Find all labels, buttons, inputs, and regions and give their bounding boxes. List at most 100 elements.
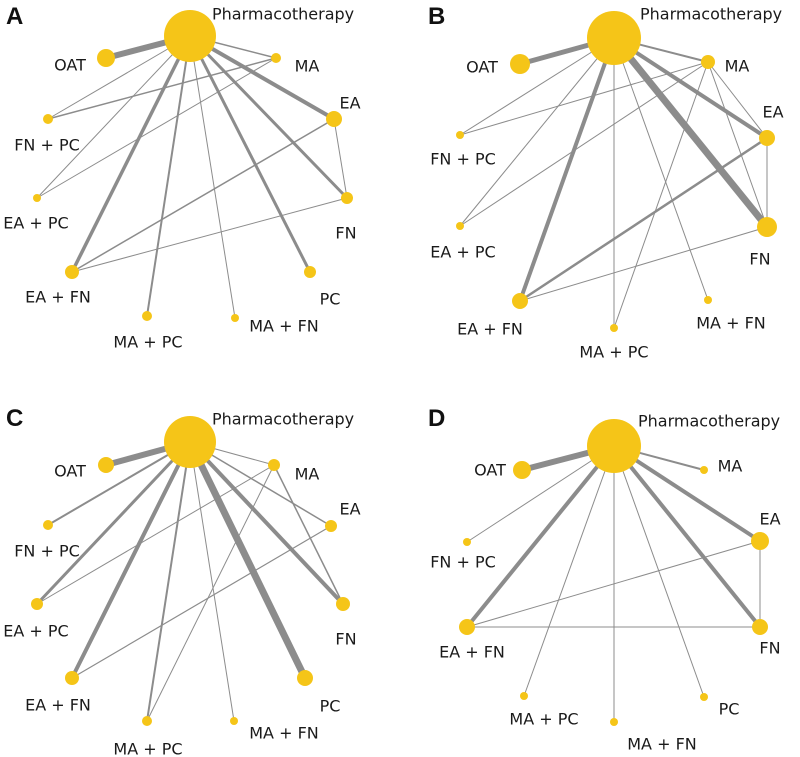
node-label-fnpc: FN + PC (14, 136, 80, 155)
node-ma (271, 53, 281, 63)
edges-d (465, 443, 762, 722)
node-fn (757, 217, 777, 237)
edge-pharm-eafn (70, 441, 192, 679)
node-ea (759, 130, 775, 146)
node-pc (297, 670, 313, 686)
node-mafn (230, 717, 238, 725)
node-label-fnpc: FN + PC (430, 553, 496, 572)
edge-ma-fn (273, 464, 344, 605)
node-label-pc: PC (320, 290, 341, 309)
node-label-fn: FN (749, 250, 770, 269)
node-label-pharm: Pharmacotherapy (212, 410, 354, 429)
node-oat (97, 49, 115, 67)
node-mafn (704, 296, 712, 304)
edge-pharm-fn (188, 34, 349, 200)
node-eapc (456, 222, 464, 230)
edge-pharm-eafn (518, 37, 616, 302)
node-label-ma: MA (725, 57, 750, 76)
edges-c (35, 439, 345, 722)
node-label-ma: MA (295, 57, 320, 76)
edge-ea-eafn (466, 540, 761, 628)
node-label-oat: OAT (54, 462, 86, 481)
node-label-fn: FN (335, 630, 356, 649)
node-label-pharm: Pharmacotherapy (638, 412, 780, 431)
edge-pharm-mafn (613, 37, 709, 301)
node-label-ea: EA (759, 510, 780, 529)
edge-pharm-mafn (189, 441, 235, 722)
panel-letter-b: B (428, 3, 445, 30)
node-fn (341, 192, 353, 204)
edge-ma-eapc (459, 61, 709, 227)
node-label-fn: FN (335, 224, 356, 243)
node-label-eafn: EA + FN (25, 696, 91, 715)
edge-ea-eafn (71, 525, 332, 679)
edge-pharm-eafn (465, 444, 616, 629)
node-label-eapc: EA + PC (3, 622, 68, 641)
node-mafn (231, 314, 239, 322)
node-ma (701, 55, 715, 69)
node-ma (268, 459, 280, 471)
node-label-ea: EA (339, 94, 360, 113)
node-fnpc (43, 114, 53, 124)
edge-pharm-fnpc (459, 37, 615, 136)
node-fnpc (463, 538, 471, 546)
node-label-ma: MA (718, 457, 743, 476)
edge-fn-eafn (71, 197, 348, 273)
edge-pharm-fnpc (466, 445, 615, 543)
node-label-ma: MA (295, 465, 320, 484)
node-label-oat: OAT (474, 461, 506, 480)
edge-pharm-eapc (35, 440, 192, 606)
node-pharm (587, 419, 641, 473)
node-pharm (164, 10, 216, 62)
node-label-mafn: MA + FN (696, 314, 766, 333)
node-eafn (65, 265, 79, 279)
edges-b (459, 35, 770, 329)
edge-ma-eapc (36, 464, 275, 605)
panel-letter-d: D (428, 405, 445, 432)
node-eafn (65, 671, 79, 685)
edge-pharm-ea (612, 36, 769, 140)
node-mafn (610, 718, 618, 726)
node-label-eafn: EA + FN (25, 288, 91, 307)
edge-pharm-fn (188, 440, 345, 606)
node-label-oat: OAT (466, 58, 498, 77)
node-oat (510, 54, 530, 74)
node-label-mapc: MA + PC (509, 710, 578, 729)
node-eapc (33, 194, 41, 202)
node-eafn (512, 293, 528, 309)
node-label-ea: EA (762, 103, 783, 122)
edge-ma-fnpc (47, 57, 277, 120)
node-oat (98, 457, 114, 473)
node-fn (336, 597, 350, 611)
edge-pharm-pc (186, 440, 309, 680)
edge-pharm-fn (611, 35, 770, 230)
node-label-pharm: Pharmacotherapy (212, 5, 354, 24)
node-label-mapc: MA + PC (579, 343, 648, 362)
edge-pharm-mafn (189, 35, 236, 319)
node-mapc (520, 692, 528, 700)
node-pc (700, 693, 708, 701)
node-label-pc: PC (719, 700, 740, 719)
edge-ma-mapc (613, 61, 709, 329)
edge-ea-fn (333, 118, 348, 199)
edge-pharm-ea (612, 444, 762, 543)
edge-pharm-eafn (70, 35, 192, 273)
node-label-mafn: MA + FN (627, 735, 697, 754)
node-oat (513, 461, 531, 479)
edge-pharm-mapc (146, 441, 191, 722)
node-mapc (610, 324, 618, 332)
edges-a (36, 33, 349, 319)
node-pharm (587, 11, 641, 65)
edge-ma-fnpc (459, 61, 709, 136)
node-eapc (31, 598, 43, 610)
edge-ma-eapc (36, 57, 277, 199)
edge-fn-eafn (519, 226, 768, 302)
edge-pharm-ea (189, 441, 332, 527)
